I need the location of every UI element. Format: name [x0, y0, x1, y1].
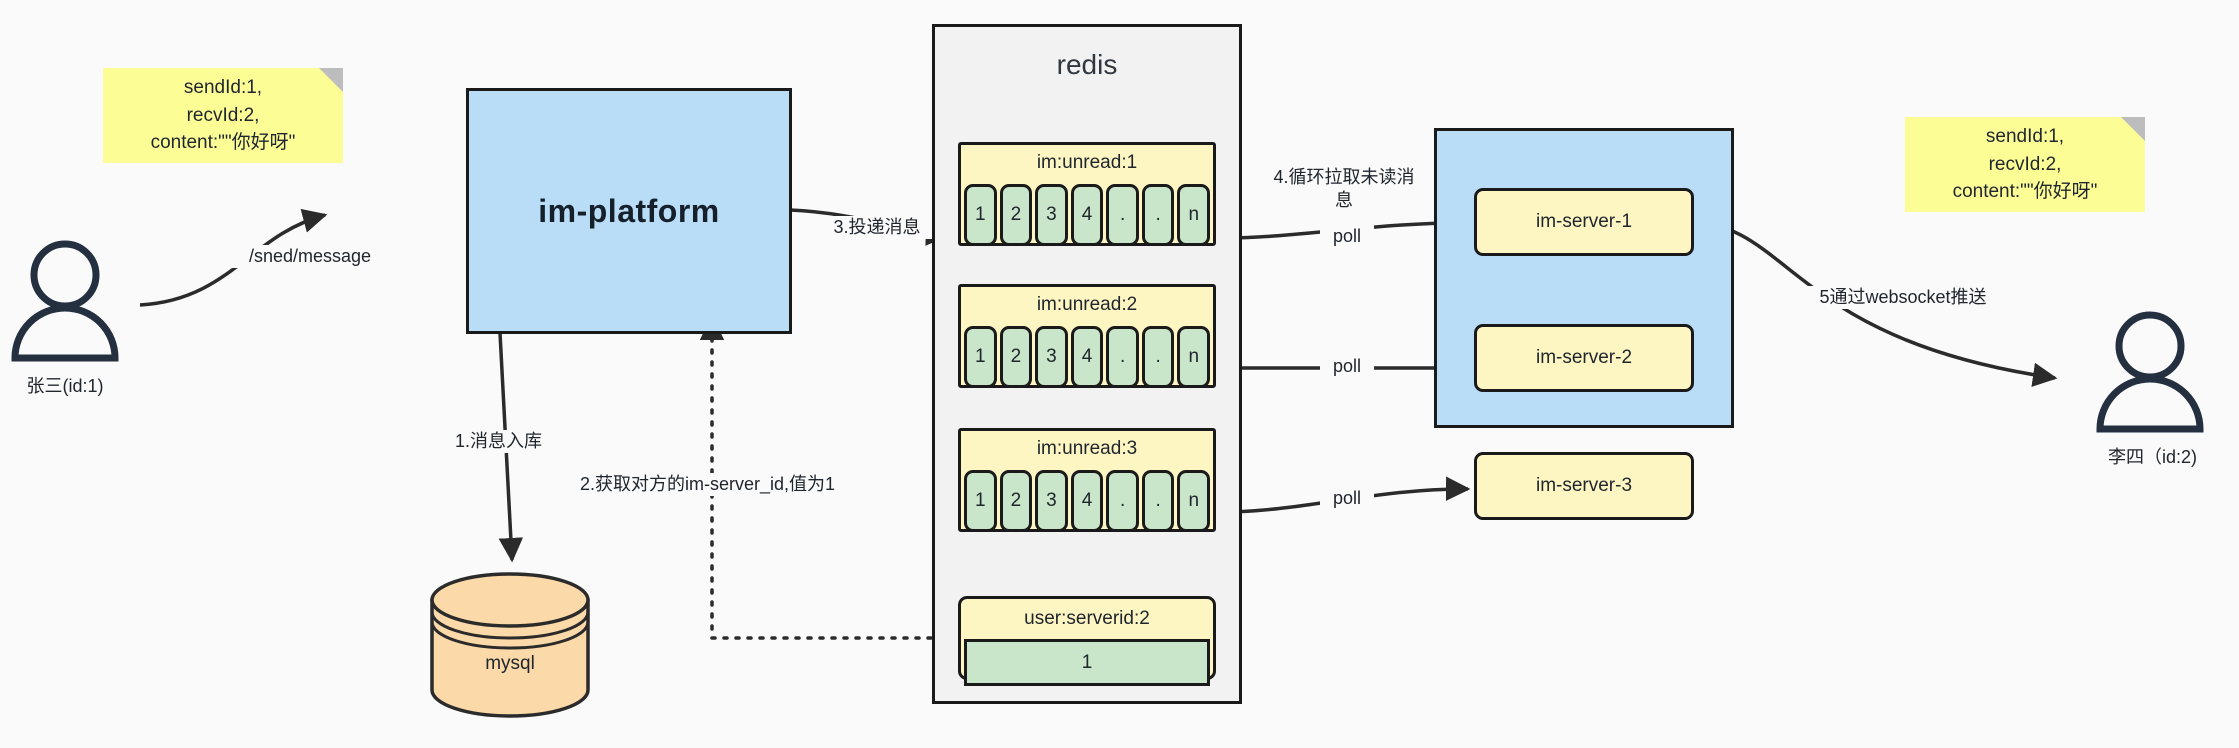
edge-label-poll-3: poll — [1320, 487, 1374, 511]
edge-label-step1: 1.消息入库 — [453, 430, 597, 454]
redis-serverid-value: 1 — [964, 639, 1210, 686]
note-right-text: sendId:1, recvId:2, content:""你好呀" — [1952, 126, 2098, 203]
redis-key-im-unread-2[interactable]: im:unread:2 1 2 3 4 . . n — [958, 284, 1216, 388]
redis-key-2-name: im:unread:2 — [1036, 294, 1138, 315]
im-platform-box[interactable]: im-platform — [466, 88, 792, 334]
im-platform-label: im-platform — [538, 192, 720, 229]
redis-cell: . — [1106, 470, 1139, 532]
redis-key-user-serverid-2[interactable]: user:serverid:2 1 — [958, 596, 1216, 686]
sender-label: 张三(id:1) — [26, 376, 104, 396]
redis-cell: . — [1141, 470, 1175, 532]
im-server-1-label: im-server-1 — [1535, 211, 1633, 232]
note-left-text: sendId:1, recvId:2, content:""你好呀" — [150, 77, 296, 154]
redis-cell: . — [1106, 184, 1139, 246]
redis-cell: 1 — [964, 326, 997, 388]
edge-label-send-message: /sned/message — [228, 245, 392, 269]
redis-cell: 3 — [1035, 184, 1068, 246]
redis-cell: 4 — [1070, 470, 1104, 532]
redis-key-1-cells: 1 2 3 4 . . n — [964, 184, 1211, 246]
redis-cell: n — [1177, 470, 1211, 532]
edge-label-step3: 3.投递消息 — [810, 216, 944, 240]
im-server-3-label: im-server-3 — [1535, 475, 1633, 496]
edge-label-step4: 4.循环拉取未读消 息 — [1252, 166, 1436, 213]
redis-cell: 2 — [999, 184, 1033, 246]
edge-label-step2: 2.获取对方的im-server_id,值为1 — [578, 473, 892, 497]
edge-label-poll-1: poll — [1320, 225, 1374, 249]
redis-key-3-cells: 1 2 3 4 . . n — [964, 470, 1211, 532]
mysql-cylinder — [430, 572, 590, 718]
im-server-3-box[interactable]: im-server-3 — [1474, 452, 1694, 520]
edge-label-poll-2: poll — [1320, 355, 1374, 379]
im-server-1-box[interactable]: im-server-1 — [1474, 188, 1694, 256]
redis-cell: . — [1141, 326, 1175, 388]
redis-key-1-name: im:unread:1 — [1036, 152, 1138, 173]
redis-cell: . — [1106, 326, 1139, 388]
im-server-2-label: im-server-2 — [1535, 347, 1633, 368]
redis-cell: 4 — [1070, 326, 1104, 388]
edge-label-step5: 5通过websocket推送 — [1786, 286, 2020, 310]
redis-cell: 1 — [964, 470, 997, 532]
redis-cell: . — [1141, 184, 1175, 246]
redis-cell: 3 — [1035, 470, 1068, 532]
redis-cell: n — [1177, 184, 1211, 246]
note-dogear-icon — [319, 68, 343, 92]
redis-title: redis — [1056, 49, 1118, 80]
user-icon-sender — [11, 240, 119, 362]
redis-cell: n — [1177, 326, 1211, 388]
redis-cell: 1 — [964, 184, 997, 246]
redis-key-im-unread-1[interactable]: im:unread:1 1 2 3 4 . . n — [958, 142, 1216, 246]
note-right: sendId:1, recvId:2, content:""你好呀" — [1905, 117, 2145, 212]
mysql-label: mysql — [485, 653, 535, 674]
redis-key-3-name: im:unread:3 — [1036, 438, 1138, 459]
note-dogear-icon — [2121, 117, 2145, 141]
redis-cell: 2 — [999, 470, 1033, 532]
redis-cell: 4 — [1070, 184, 1104, 246]
redis-cell: 2 — [999, 326, 1033, 388]
redis-cell: 3 — [1035, 326, 1068, 388]
redis-serverid-key-name: user:serverid:2 — [1024, 608, 1150, 629]
receiver-label: 李四（id:2) — [2107, 447, 2197, 467]
redis-key-2-cells: 1 2 3 4 . . n — [964, 326, 1211, 388]
user-icon-receiver — [2096, 311, 2204, 433]
redis-key-im-unread-3[interactable]: im:unread:3 1 2 3 4 . . n — [958, 428, 1216, 532]
im-server-2-box[interactable]: im-server-2 — [1474, 324, 1694, 392]
note-left: sendId:1, recvId:2, content:""你好呀" — [103, 68, 343, 163]
